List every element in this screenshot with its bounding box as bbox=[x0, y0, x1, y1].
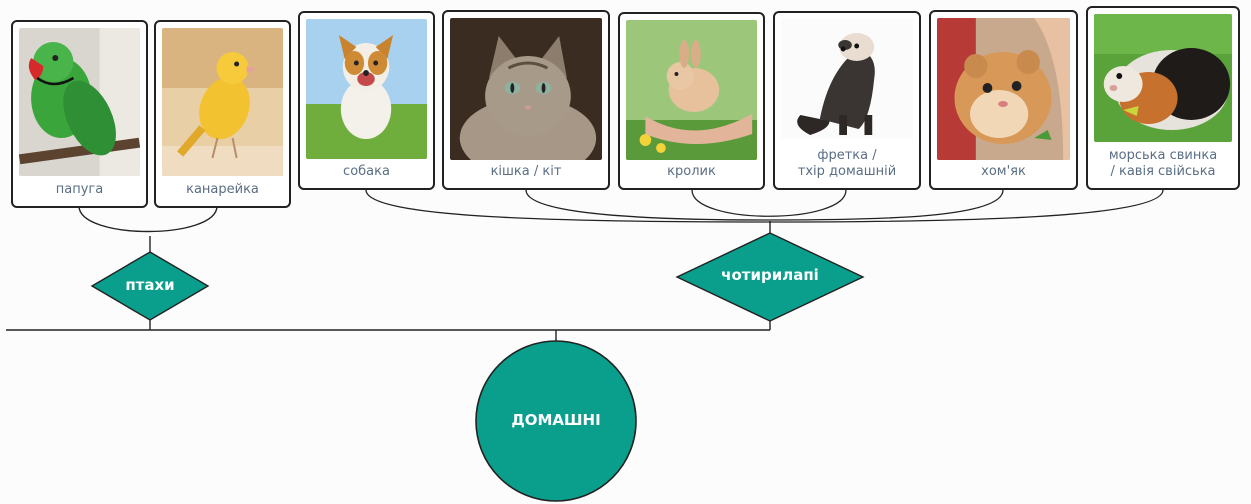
dog-connector bbox=[365, 189, 771, 223]
animal-card-guinea-pig: морська свинка / кавія свійська bbox=[1086, 6, 1240, 190]
guinea-pig-photo bbox=[1094, 14, 1232, 142]
animal-card-dog: собака bbox=[298, 11, 435, 190]
hamster-photo bbox=[937, 18, 1070, 160]
animal-label: фретка / тхір домашній bbox=[797, 148, 897, 179]
animal-card-cat: кішка / кіт bbox=[442, 10, 610, 190]
parrot-photo bbox=[19, 28, 140, 176]
animal-card-ferret: фретка / тхір домашній bbox=[773, 11, 921, 190]
animal-card-hamster: хом'як bbox=[929, 10, 1078, 190]
group-label-birds: птахи bbox=[125, 276, 175, 294]
animal-card-canary: канарейка bbox=[154, 20, 291, 208]
rabbit-ferret-connector bbox=[691, 189, 847, 217]
hamster-connector bbox=[769, 189, 1004, 221]
animal-label: собака bbox=[343, 164, 390, 179]
cat-photo bbox=[450, 18, 602, 160]
animal-label: хом'як bbox=[981, 164, 1026, 179]
canary-photo bbox=[162, 28, 283, 176]
rabbit-photo bbox=[626, 20, 757, 160]
ferret-photo bbox=[781, 19, 913, 139]
animal-label: кішка / кіт bbox=[490, 164, 562, 179]
animal-label: морська свинка / кавія свійська bbox=[1108, 148, 1218, 179]
cat-connector bbox=[525, 189, 771, 221]
birds-brace bbox=[78, 205, 218, 233]
animal-label: канарейка bbox=[186, 182, 259, 197]
animal-label: кролик bbox=[667, 164, 716, 179]
group-label-quadrupeds: чотирилапі bbox=[721, 266, 819, 284]
guinea-pig-connector bbox=[769, 189, 1164, 223]
root-label: ДОМАШНІ bbox=[511, 411, 601, 429]
animal-card-rabbit: кролик bbox=[618, 12, 765, 190]
animal-label: папуга bbox=[55, 182, 104, 197]
animal-card-parrot: папуга bbox=[11, 20, 148, 208]
root-circle bbox=[475, 340, 637, 502]
dog-photo bbox=[306, 19, 427, 159]
